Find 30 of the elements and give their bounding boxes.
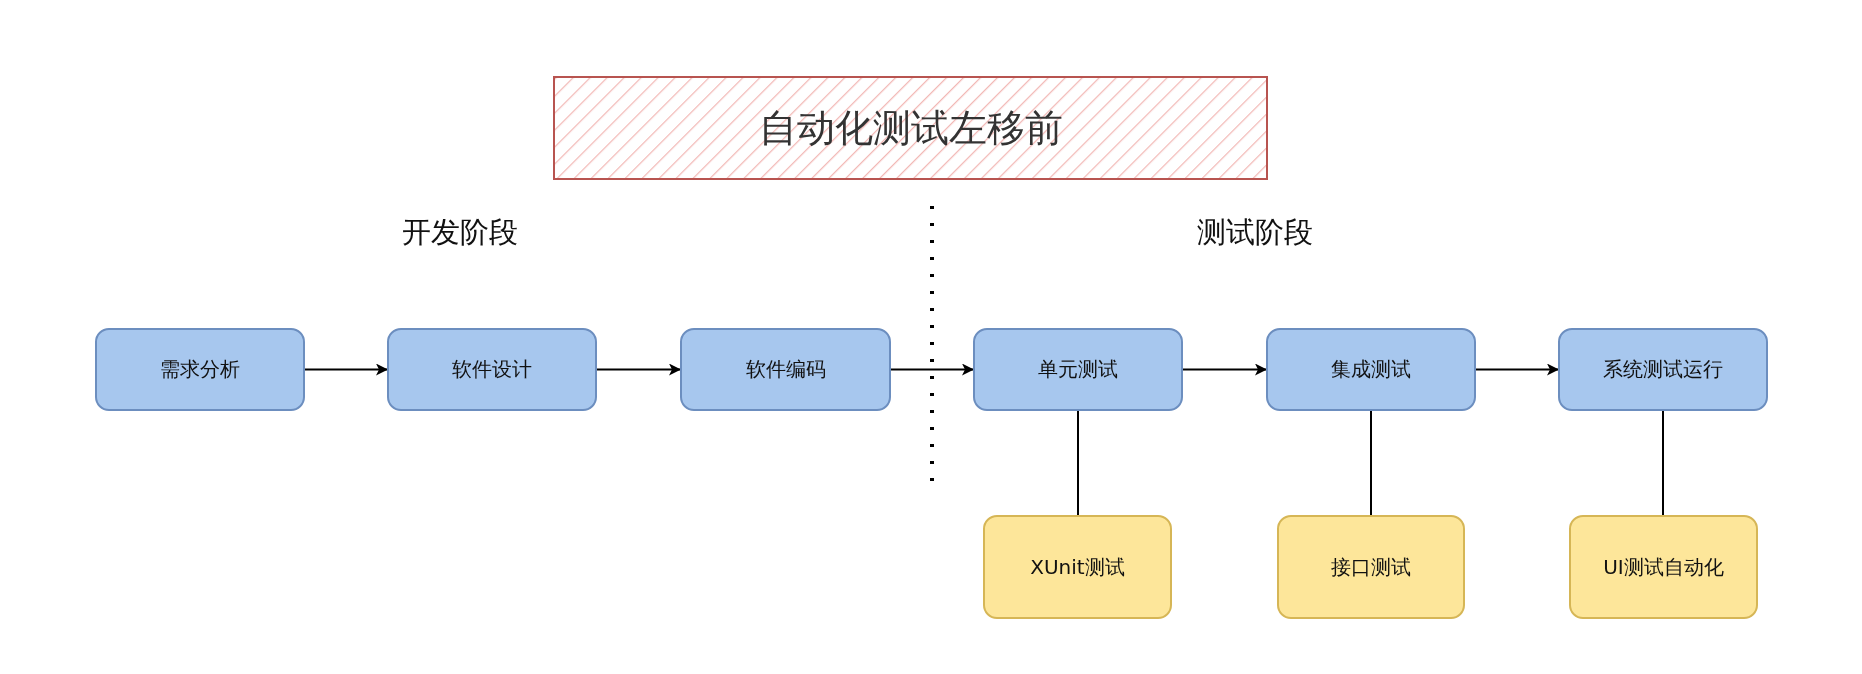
box-label: 单元测试 — [1038, 356, 1118, 383]
box-label: 自动化测试左移前 — [758, 104, 1063, 152]
process-box — [973, 328, 1183, 411]
process-box — [1558, 328, 1768, 411]
phase-heading: 测试阶段 — [1197, 214, 1313, 251]
process-box — [95, 328, 305, 411]
box-label: UI测试自动化 — [1603, 553, 1724, 581]
box-label: 需求分析 — [160, 356, 240, 383]
process-box — [387, 328, 597, 411]
arrow — [1475, 363, 1559, 376]
connector-line — [1370, 410, 1372, 516]
process-box — [680, 328, 891, 411]
tool-box — [1569, 515, 1758, 619]
arrow — [890, 363, 974, 376]
box-label: XUnit测试 — [1030, 553, 1125, 581]
connector-line — [1662, 410, 1664, 516]
tool-box — [983, 515, 1172, 619]
box-label: 软件设计 — [452, 356, 532, 383]
box-label: 系统测试运行 — [1603, 356, 1723, 383]
title-banner — [553, 76, 1268, 180]
box-label: 软件编码 — [745, 356, 826, 383]
arrow — [304, 363, 388, 376]
box-label: 接口测试 — [1331, 553, 1411, 581]
arrow — [596, 363, 681, 376]
connector-line — [1077, 410, 1079, 516]
box-label: 集成测试 — [1331, 356, 1411, 383]
process-box — [1266, 328, 1476, 411]
phase-heading: 开发阶段 — [402, 214, 518, 251]
tool-box — [1277, 515, 1465, 619]
arrow — [1182, 363, 1267, 376]
